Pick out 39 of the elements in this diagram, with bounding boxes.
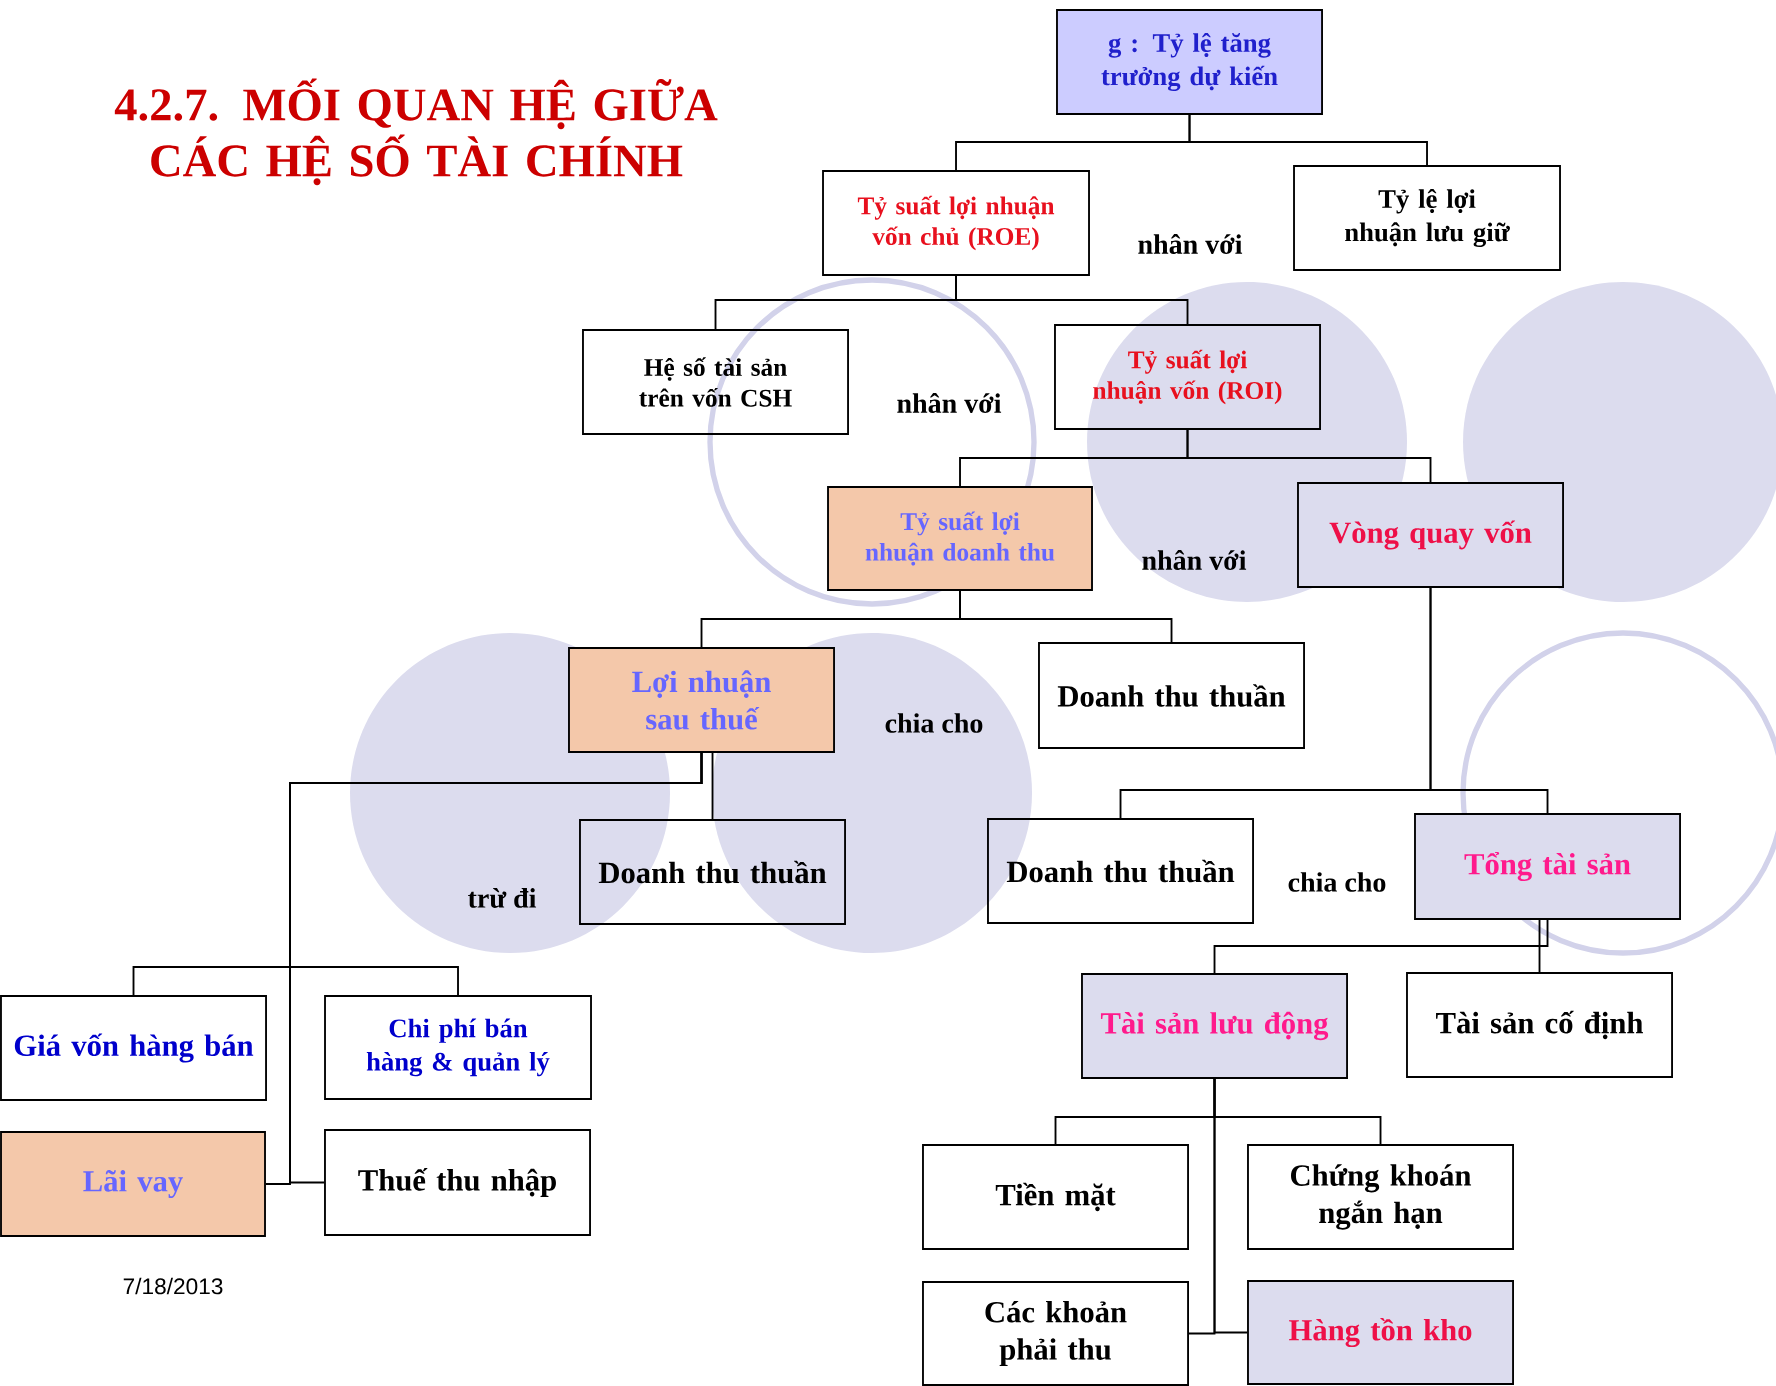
operator-label: chia cho — [885, 713, 983, 733]
text-box: Vòng quay vốn — [1297, 482, 1564, 588]
text-box: Tỷ suất lợi nhuận vốn chủ (ROE) — [822, 170, 1090, 276]
text-box: Hàng tồn kho — [1247, 1280, 1514, 1385]
text-box: Thuế thu nhập — [324, 1129, 591, 1236]
text-box: Lợi nhuận sau thuế — [568, 647, 835, 753]
text-box: Chi phí bán hàng & quản lý — [324, 995, 592, 1100]
text-box: Tổng tài sản — [1414, 813, 1681, 920]
operator-label: nhân với — [897, 393, 1002, 413]
connector-line — [1213, 1078, 1248, 1334]
operator-label: trừ đi — [468, 888, 537, 908]
connector-line — [1186, 429, 1432, 483]
connector-line — [1188, 114, 1428, 166]
text-box: Tài sản cố định — [1406, 972, 1673, 1078]
text-box: Hệ số tài sản trên vốn CSH — [582, 329, 849, 435]
operator-label: chia cho — [1288, 872, 1386, 892]
text-box: Doanh thu thuần — [987, 818, 1254, 924]
connector-line — [711, 752, 714, 820]
text-box: Doanh thu thuần — [579, 819, 846, 925]
text-box: Các khoản phải thu — [922, 1281, 1189, 1386]
text-box: Tỷ suất lợi nhuận vốn (ROI) — [1054, 324, 1321, 430]
date-text: 7/18/2013 — [123, 1277, 223, 1295]
connector-line — [955, 275, 1189, 325]
connector-line — [1213, 919, 1549, 974]
text-box: Giá vốn hàng bán — [0, 995, 267, 1101]
text-box: Tỷ suất lợi nhuận doanh thu — [827, 486, 1093, 591]
text-box: Tài sản lưu động — [1081, 973, 1348, 1079]
text-box: Lãi vay — [0, 1131, 266, 1237]
text-box: Doanh thu thuần — [1038, 642, 1305, 749]
operator-label: nhân với — [1142, 550, 1247, 570]
connector-line — [959, 589, 1173, 643]
text-box: Tỷ lệ lợi nhuận lưu giữ — [1293, 165, 1561, 271]
text-box: g : Tỷ lệ tăng trưởng dự kiến — [1056, 9, 1323, 115]
connector-line — [1538, 919, 1541, 973]
text-box: Chứng khoán ngắn hạn — [1247, 1144, 1514, 1250]
operator-label: nhân với — [1138, 234, 1243, 254]
connector-line — [1429, 587, 1549, 814]
text-box: Tiền mặt — [922, 1144, 1189, 1250]
title: 4.2.7. MỐI QUAN HỆ GIỮA CÁC HỆ SỐ TÀI CHÍNH — [114, 78, 718, 186]
